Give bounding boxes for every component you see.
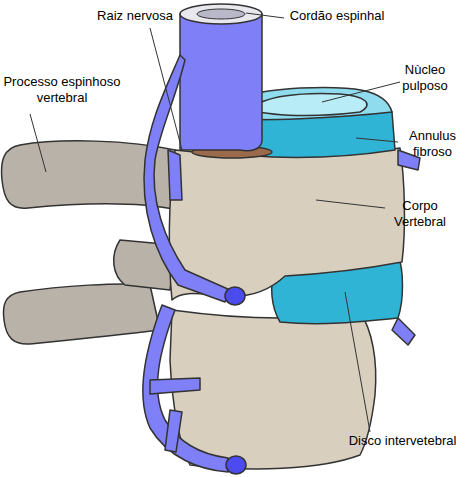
- part-label: Annulus fibroso: [395, 128, 470, 160]
- nerve-root: [144, 55, 230, 302]
- leader-line: [30, 114, 46, 172]
- part-label: Corpo Vertebral: [380, 198, 460, 230]
- nerve-end: [226, 456, 246, 474]
- nucleus-pulposus: [250, 94, 367, 116]
- cord-section: [197, 9, 245, 19]
- nerve-branch: [150, 378, 200, 394]
- vertebral-body: [170, 310, 376, 469]
- spinal-cord: [180, 14, 262, 151]
- nerve-branch: [165, 410, 182, 452]
- leader-line: [316, 200, 385, 208]
- vertebral-body: [169, 148, 404, 300]
- nerve-end: [225, 287, 245, 305]
- leader-line: [246, 13, 284, 18]
- spinous-process: [3, 284, 160, 344]
- part-label: Cordão espinhal: [282, 8, 392, 24]
- leader-line: [345, 292, 370, 432]
- nerve-root: [143, 305, 228, 472]
- part-label: Disco intervetebral: [335, 433, 470, 449]
- part-label: Processo espinhoso vertebral: [2, 74, 122, 106]
- nerve-branch: [392, 318, 415, 345]
- nerve-root: [168, 150, 182, 200]
- leader-line: [356, 138, 398, 142]
- cord-section: [180, 4, 262, 24]
- part-label: Raiz nervosa: [80, 8, 190, 24]
- leader-line: [150, 28, 182, 150]
- part-label: Nùcleo pulposo: [385, 62, 465, 94]
- leader-line: [322, 82, 400, 102]
